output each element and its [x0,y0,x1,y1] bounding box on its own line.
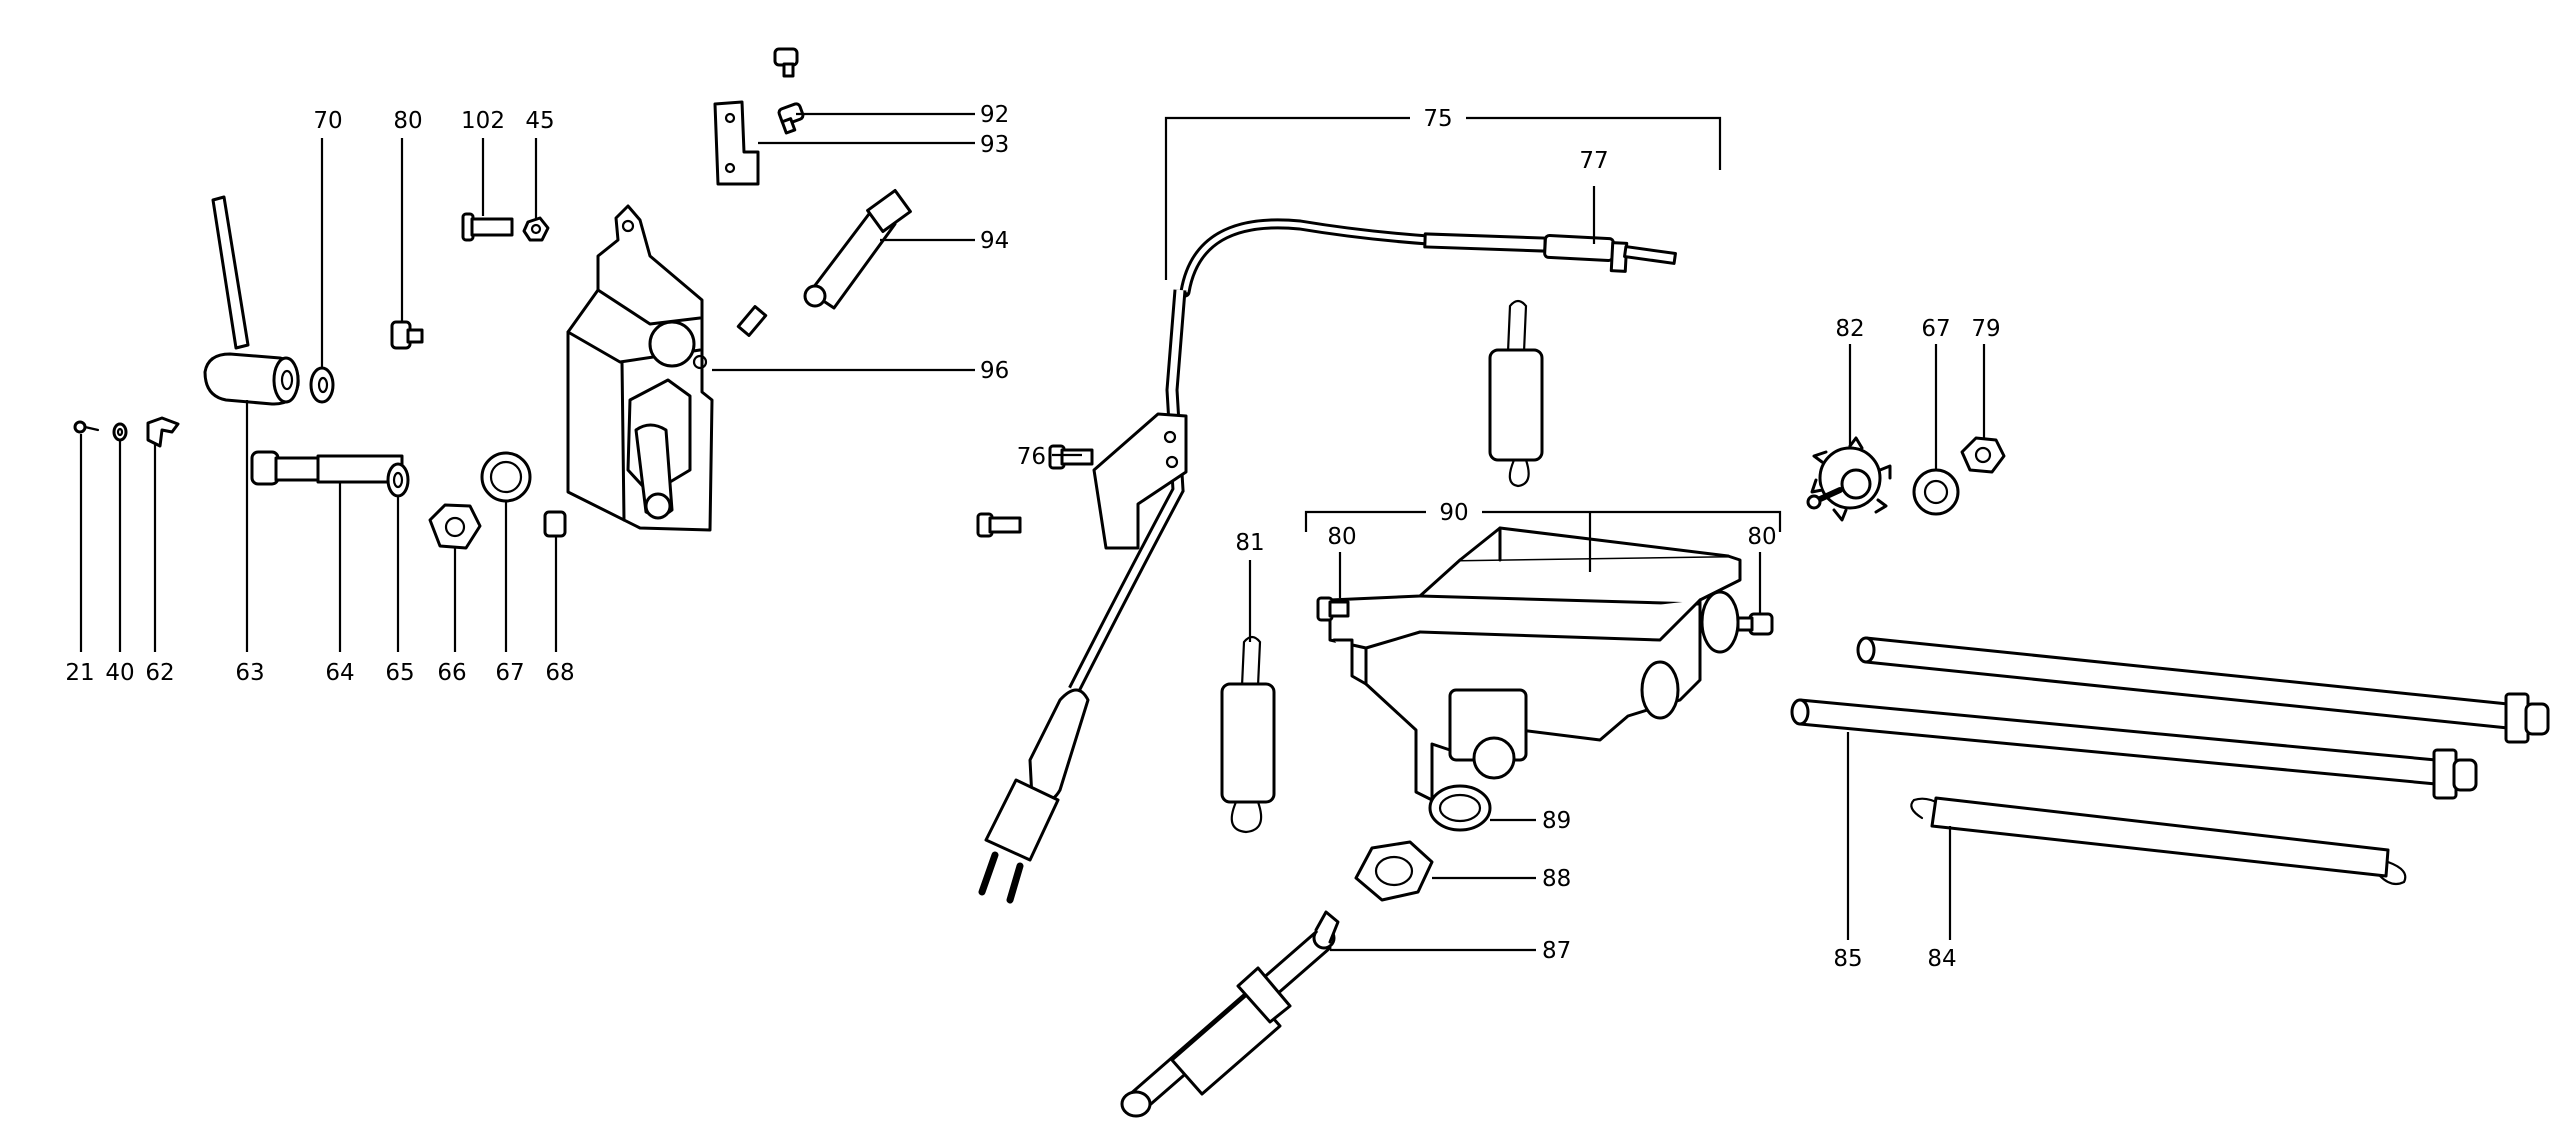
part-label-77: 77 [1579,148,1608,174]
nut-88 [1354,840,1434,902]
part-label-21: 21 [65,660,94,686]
part-label-84: 84 [1927,946,1956,972]
part-label-62: 62 [145,660,174,686]
leader-lines [79,112,1986,952]
plate-93 [713,100,760,186]
part-label-93: 93 [980,132,1009,158]
washer-70 [309,366,335,404]
screw-92 [773,47,805,135]
part-label-75: 75 [1423,106,1452,132]
spring-81 [1220,635,1276,834]
part-label-89: 89 [1542,808,1571,834]
part-label-64: 64 [325,660,354,686]
part-label-67-right: 67 [1921,316,1950,342]
bolt-64 [250,450,404,486]
part-label-85: 85 [1833,946,1862,972]
part-label-80-right: 80 [1747,524,1776,550]
washer-89 [1428,784,1492,832]
screw-102 [461,212,514,242]
part-label-68: 68 [545,660,574,686]
setscrew-68 [543,510,567,538]
carriage-90 [1328,526,1742,802]
washer-67-left [480,451,532,503]
part-label-88: 88 [1542,866,1571,892]
nut-45 [522,216,550,242]
screw-80-mid [1316,596,1350,622]
screw-76 [976,444,1094,538]
nut-79 [1960,436,2006,474]
part-label-90: 90 [1439,500,1468,526]
part-label-80-left: 80 [393,108,422,134]
nut-66 [428,503,482,550]
housing-96 [566,204,714,532]
part-label-66: 66 [437,660,466,686]
part-label-96: 96 [980,358,1009,384]
part-label-82: 82 [1835,316,1864,342]
part-label-92: 92 [980,102,1009,128]
part-label-67-left: 67 [495,660,524,686]
part-label-40: 40 [105,660,134,686]
part-label-87: 87 [1542,938,1571,964]
part-label-80-mid: 80 [1327,524,1356,550]
rod-85 [1790,636,2550,800]
screw-80-left [390,320,424,350]
gear-82 [1806,436,1892,522]
part-label-81: 81 [1235,530,1264,556]
part-label-94: 94 [980,228,1009,254]
part-label-63: 63 [235,660,264,686]
power-cord-75 [978,218,1677,904]
screw-80-right [1736,612,1774,636]
part-label-102: 102 [461,108,505,134]
washer-40 [112,422,128,442]
spring-84 [1910,796,2407,886]
part-label-45: 45 [525,108,554,134]
pin-94 [803,188,912,310]
part-label-70: 70 [313,108,342,134]
spring-pin [736,305,768,337]
washer-65 [386,462,410,498]
part-label-76: 76 [1017,444,1046,470]
part-label-79: 79 [1971,316,2000,342]
spring-center [1488,299,1544,488]
lever-63 [203,195,300,406]
screw-21 [73,420,100,434]
part-labels: 21 40 62 63 64 65 66 67 68 70 80 102 45 … [65,102,2000,972]
bracket-62 [146,416,180,448]
part-label-65: 65 [385,660,414,686]
shaft-87 [1120,910,1340,1118]
washer-67-right [1912,468,1960,516]
